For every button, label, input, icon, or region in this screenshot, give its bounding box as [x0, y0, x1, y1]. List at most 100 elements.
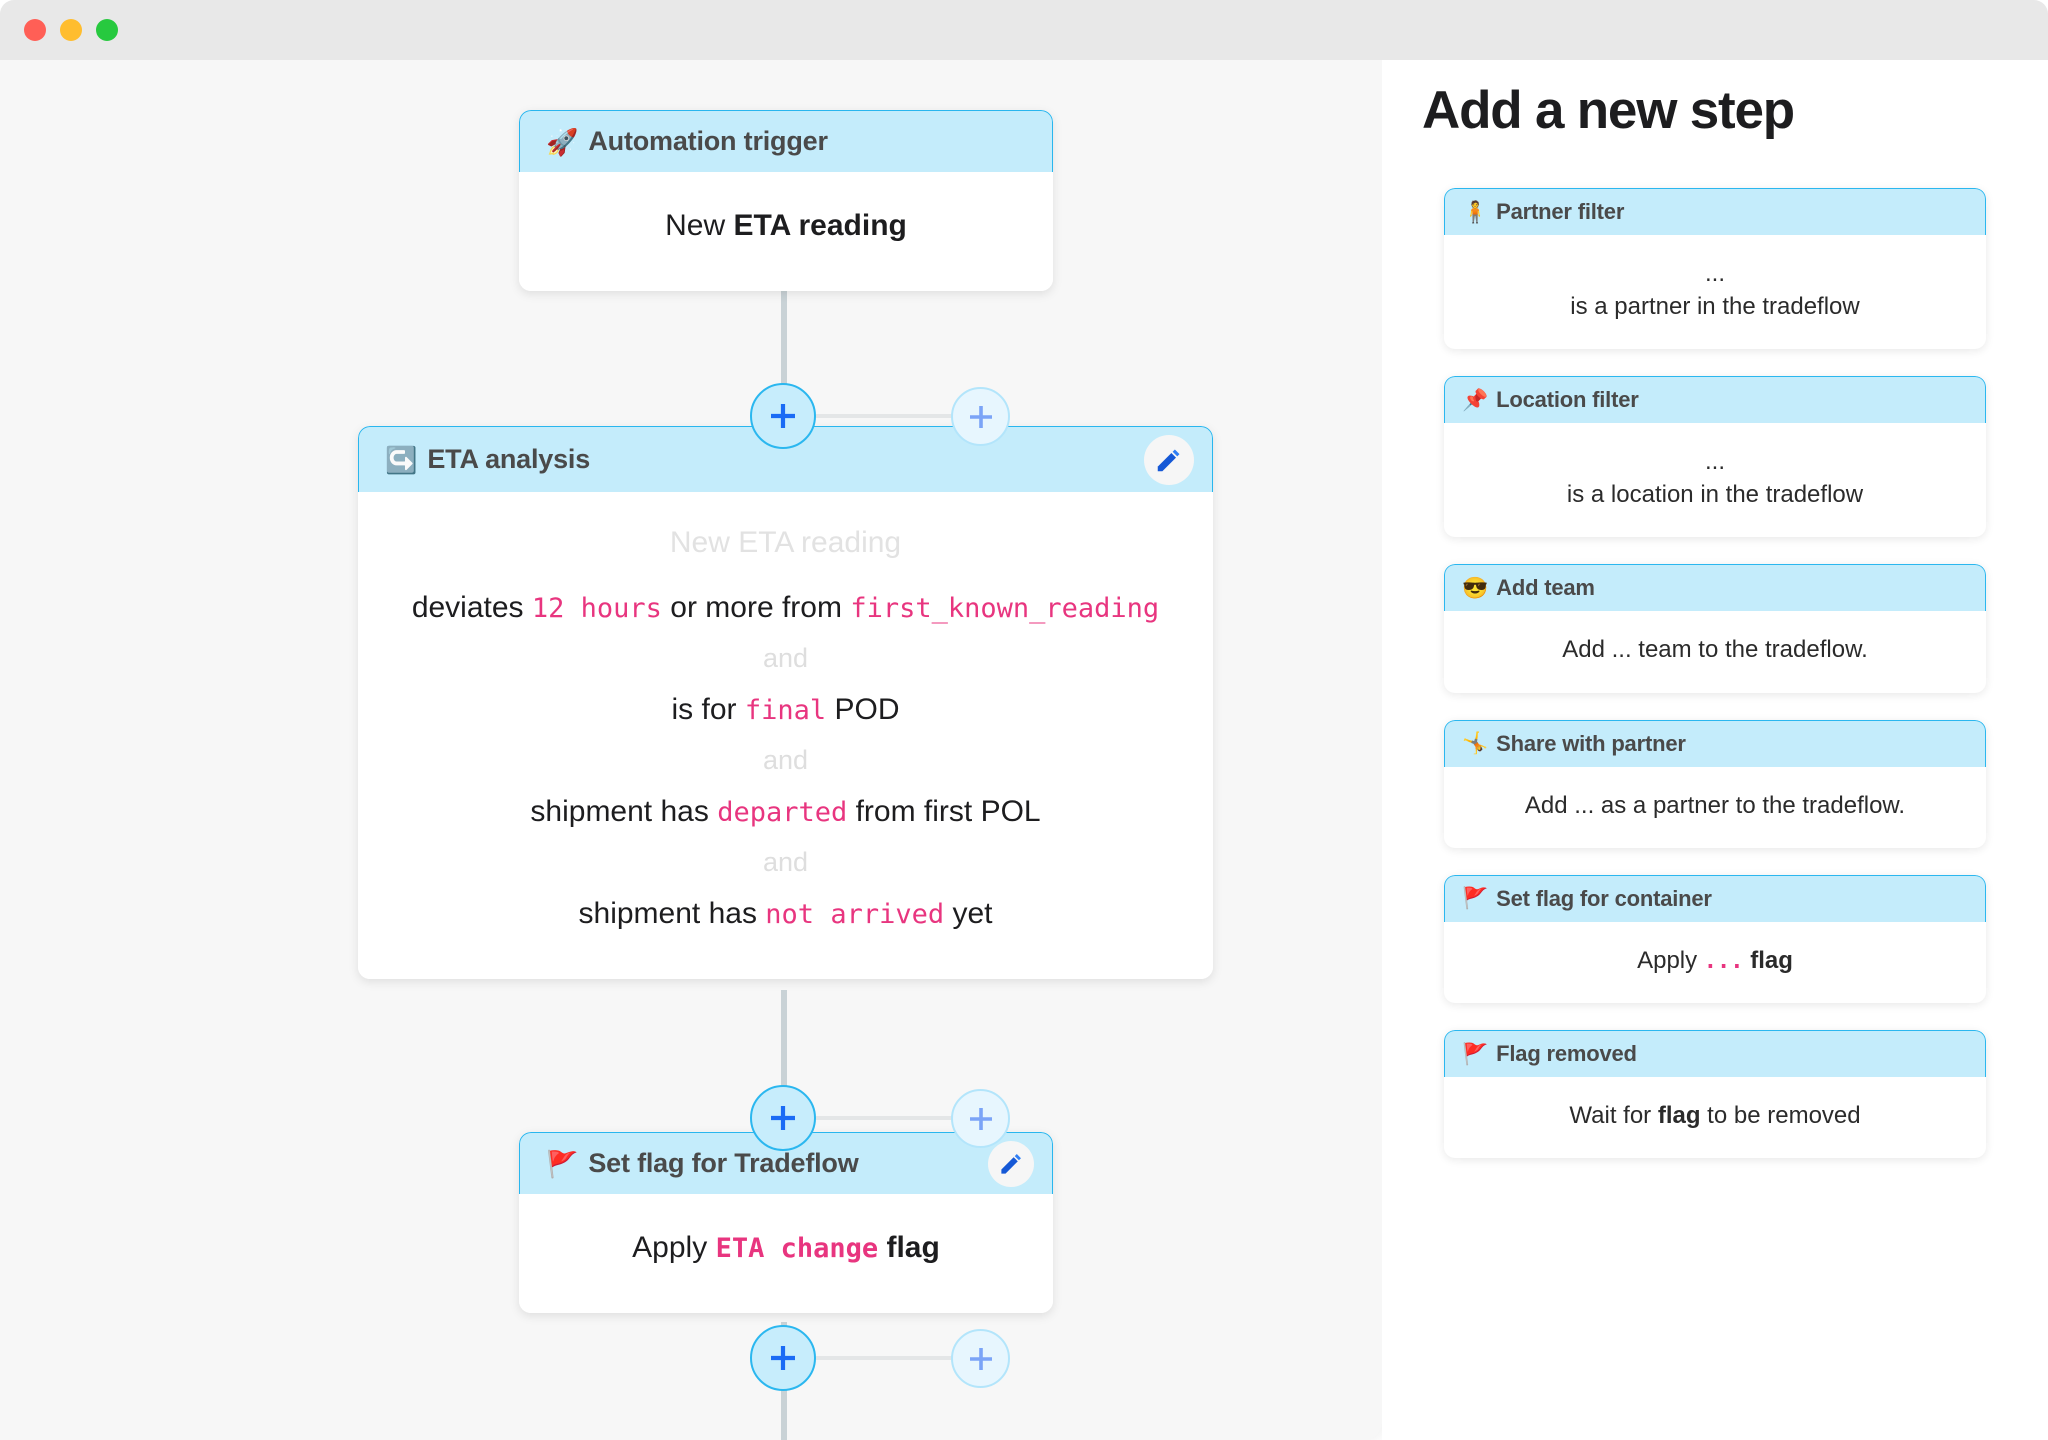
connector-line [816, 414, 972, 418]
step-card-body: Apply ... flag [1444, 922, 1986, 1003]
condition-token: departed [717, 797, 848, 828]
step-card-header: 😎 Add team [1444, 564, 1986, 612]
condition-token: 12 hours [531, 593, 662, 624]
text-plain: POD [826, 693, 900, 726]
step-card-title: Partner filter [1496, 199, 1625, 224]
panel-title: Add a new step [1422, 81, 1795, 140]
edit-step-button[interactable] [988, 1140, 1034, 1187]
text-plain: Apply [632, 1231, 716, 1264]
condition-row: shipment has not arrived yet [392, 894, 1179, 933]
condition-row: deviates 12 hours or more from first_kno… [392, 588, 1179, 627]
add-branch-button-secondary[interactable] [951, 1089, 1010, 1148]
text-bold: flag [886, 1231, 940, 1264]
trigger-subject: ETA reading [733, 209, 907, 242]
add-step-button-primary[interactable] [750, 1325, 816, 1391]
card-header: 🚀 Automation trigger [519, 110, 1053, 172]
red-flag-icon: 🚩 [546, 1148, 579, 1179]
step-card-line: is a location in the tradeflow [1566, 481, 1864, 509]
step-card-header: 🧍Partner filter [1444, 188, 1986, 235]
plus-icon [969, 1107, 992, 1130]
connector-after-trigger [0, 383, 1382, 449]
window-body: 🚀 Automation trigger New ETA reading [0, 60, 2048, 1440]
condition-row: is for final POD [392, 690, 1179, 729]
flow-spine-2 [781, 990, 787, 1150]
step-card-body: Add ... team to the tradeflow. [1444, 611, 1986, 692]
step-card-body: ...is a partner in the tradeflow [1444, 235, 1986, 349]
condition-conjunction: and [762, 847, 809, 877]
flow-card-automation-trigger[interactable]: 🚀 Automation trigger New ETA reading [519, 110, 1053, 291]
connector-line [816, 1356, 972, 1360]
step-card[interactable]: 🧍Partner filter...is a partner in the tr… [1444, 188, 1986, 350]
condition-row: shipment has departed from first POL [392, 792, 1179, 831]
text-plain: shipment has [578, 897, 766, 930]
text-plain: or more from [661, 591, 851, 624]
card-body: New ETA reading [519, 172, 1053, 291]
pushpin-icon: 📌 [1462, 388, 1489, 412]
step-card-title: Location filter [1496, 387, 1639, 413]
window-titlebar [0, 0, 2048, 60]
step-card-line: Apply ... flag [1466, 944, 1964, 977]
step-card-list: 🧍Partner filter...is a partner in the tr… [1382, 188, 2048, 1185]
plus-icon [771, 1106, 795, 1130]
step-card-header: 🚩 Flag removed [1444, 1030, 1986, 1078]
plus-icon [771, 404, 795, 428]
step-card-title: Share with partner [1496, 730, 1686, 756]
maximize-button[interactable] [96, 19, 118, 41]
flow-card-eta-analysis[interactable]: ↪️ ETA analysis New ETA reading devia [358, 426, 1213, 979]
add-step-button-primary[interactable] [750, 383, 816, 449]
add-branch-button-secondary[interactable] [951, 1329, 1010, 1388]
connector-after-setflag [0, 1325, 1382, 1391]
text-plain: deviates [411, 591, 532, 624]
minimize-button[interactable] [60, 19, 82, 41]
card-body: New ETA reading deviates 12 hours or mor… [358, 492, 1213, 979]
trigger-description: New ETA reading [549, 206, 1023, 247]
flow-card-set-flag-tradeflow[interactable]: 🚩 Set flag for Tradeflow Apply ETA chang… [519, 1132, 1053, 1313]
add-step-button-primary[interactable] [750, 1085, 816, 1151]
redo-arrow-icon: ↪️ [385, 444, 418, 475]
flag-placeholder: ... [1703, 948, 1744, 974]
step-card-header: 🤸Share with partner [1444, 719, 1986, 767]
pencil-icon [1000, 1154, 1021, 1174]
step-card-line: Wait for flag to be removed [1466, 1099, 1964, 1132]
text-plain: shipment has [530, 795, 718, 828]
text-plain: Wait for [1569, 1102, 1658, 1130]
step-card-title: Set flag for container [1496, 885, 1712, 911]
text-plain: to be removed [1700, 1102, 1861, 1130]
step-card-title: Flag removed [1496, 1041, 1637, 1067]
step-card-title: Add team [1496, 575, 1595, 601]
flag-token: ETA change [715, 1233, 879, 1264]
step-card-header: 🚩 Set flag for container [1444, 874, 1986, 922]
pencil-icon [1157, 449, 1180, 471]
smiling-face-with-sunglasses-icon: 😎 [1462, 576, 1489, 600]
text-plain: from first POL [847, 795, 1041, 828]
step-card[interactable]: 📌 Location filter ...is a location in the … [1444, 376, 1986, 538]
condition-list: deviates 12 hours or more from first_kno… [392, 588, 1179, 933]
step-card-line: Add ... as a partner to the tradeflow. [1524, 791, 1906, 819]
text-plain: yet [944, 897, 993, 930]
step-card-line: Add ... team to the tradeflow. [1562, 636, 1868, 664]
condition-conjunction: and [762, 745, 809, 775]
card-title: Set flag for Tradeflow [588, 1148, 859, 1178]
card-title: Automation trigger [588, 126, 828, 156]
step-card-line: is a partner in the tradeflow [1570, 293, 1860, 321]
red-flag-icon: 🚩 [1462, 887, 1489, 911]
automation-flow-canvas[interactable]: 🚀 Automation trigger New ETA reading [0, 60, 1382, 1440]
step-card-body: ...is a location in the tradeflow [1444, 423, 1986, 537]
card-title: ETA analysis [427, 444, 591, 474]
plus-icon [771, 1346, 795, 1370]
card-body: Apply ETA change flag [519, 1194, 1053, 1313]
add-branch-button-secondary[interactable] [951, 387, 1010, 446]
red-flag-icon: 🚩 [1462, 1042, 1489, 1066]
edit-step-button[interactable] [1144, 434, 1194, 485]
condition-conjunction: and [762, 643, 809, 673]
step-card-header: 📌 Location filter [1444, 376, 1986, 424]
plus-icon [969, 1347, 992, 1370]
trigger-prefix: New [665, 209, 734, 242]
condition-token: final [744, 695, 827, 726]
close-button[interactable] [24, 19, 46, 41]
